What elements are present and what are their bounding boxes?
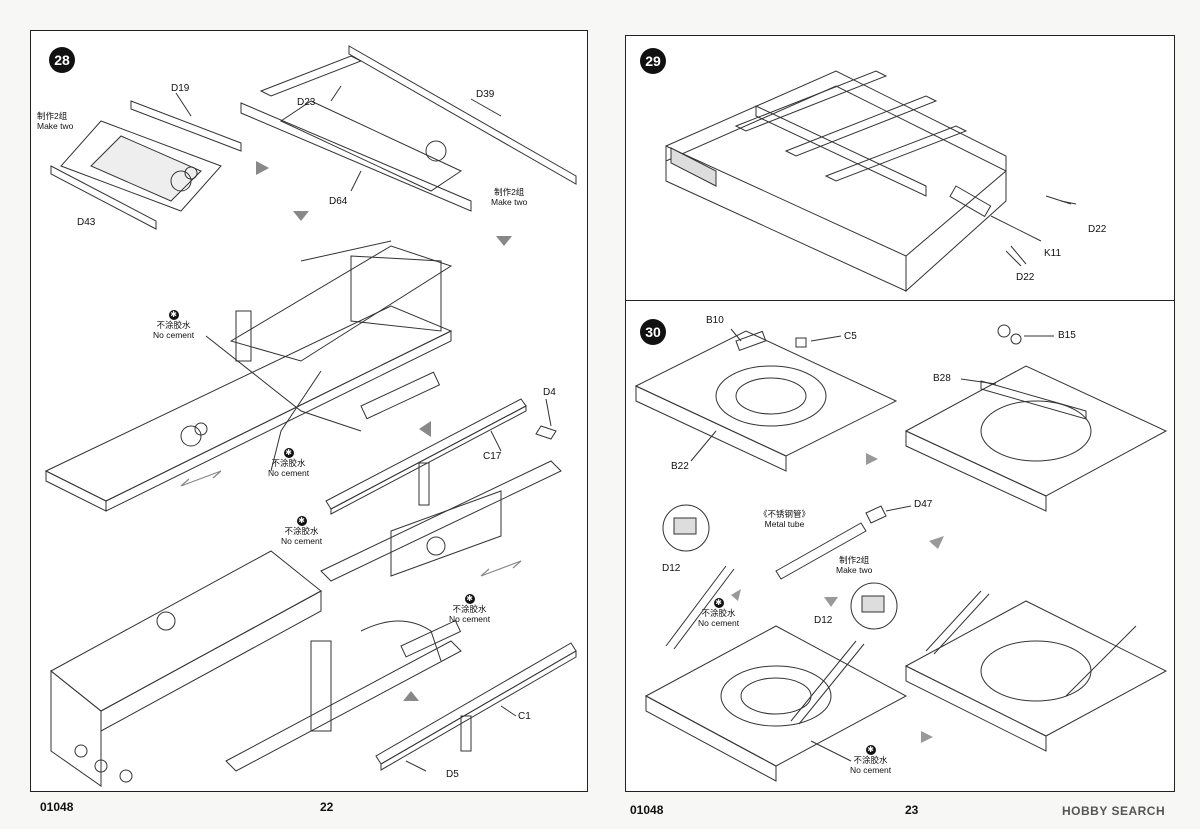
part-label-d23: D23 [297, 97, 316, 108]
step-30-badge: 30 [640, 319, 666, 345]
no-cement-note-3: ✱ 不涂胶水 No cement [281, 515, 322, 546]
step-28-badge: 28 [49, 47, 75, 73]
no-cement-icon: ✱ [283, 448, 294, 458]
part-label-c17: C17 [483, 451, 502, 462]
left-page: 28 D19 D23 D39 D43 D64 D4 C17 C1 D5 制作2组… [30, 30, 588, 814]
no-cement-icon: ✱ [296, 516, 307, 526]
part-label-b15: B15 [1058, 330, 1076, 341]
no-cement-en: No cement [449, 614, 491, 624]
part-label-c1: C1 [518, 711, 531, 722]
no-cement-cn: 不涂胶水 [156, 320, 191, 330]
step-29-badge: 29 [640, 48, 666, 74]
part-label-d19: D19 [171, 83, 190, 94]
no-cement-en: No cement [850, 765, 892, 775]
part-label-d47: D47 [914, 499, 933, 510]
make-two-cn: 制作2组 [839, 555, 870, 565]
page-number: 22 [320, 800, 334, 814]
make-two-cn: 制作2组 [37, 111, 68, 121]
no-cement-note-1: ✱ 不涂胶水 No cement [153, 309, 194, 340]
no-cement-icon: ✱ [865, 745, 876, 755]
part-label-d64: D64 [329, 196, 348, 207]
no-cement-en: No cement [698, 618, 740, 628]
metal-tube-cn: 《不锈钢管》 [759, 509, 811, 519]
no-cement-cn: 不涂胶水 [701, 608, 736, 618]
make-two-en: Make two [37, 121, 74, 131]
step-30-drawing [634, 324, 1168, 782]
step-30-panel: 30 B10 C5 B15 B28 B22 D47 D12 D12 《不锈钢管》… [625, 300, 1175, 792]
no-cement-cn: 不涂胶水 [452, 604, 487, 614]
no-cement-note-2: ✱ 不涂胶水 No cement [850, 744, 891, 775]
product-code: 01048 [40, 800, 74, 814]
product-code: 01048 [630, 803, 664, 817]
right-page: 29 D22 K11 D22 [600, 0, 1200, 829]
no-cement-icon: ✱ [168, 310, 179, 320]
no-cement-cn: 不涂胶水 [271, 458, 306, 468]
metal-tube-note: 《不锈钢管》 Metal tube [759, 509, 810, 529]
no-cement-en: No cement [281, 536, 323, 546]
no-cement-en: No cement [153, 330, 195, 340]
part-label-d43: D43 [77, 217, 96, 228]
no-cement-icon: ✱ [713, 598, 724, 608]
step-29-drawing [665, 70, 1077, 293]
page-number: 23 [905, 803, 919, 817]
step-28-drawing [44, 45, 577, 787]
no-cement-en: No cement [268, 468, 310, 478]
make-two-note-2: 制作2组 Make two [491, 187, 527, 207]
make-two-en: Make two [836, 565, 873, 575]
no-cement-icon: ✱ [464, 594, 475, 604]
part-label-d5: D5 [446, 769, 459, 780]
part-label-d39: D39 [476, 89, 495, 100]
part-label-b10: B10 [706, 315, 724, 326]
no-cement-note-4: ✱ 不涂胶水 No cement [449, 593, 490, 624]
no-cement-note-1: ✱ 不涂胶水 No cement [698, 597, 739, 628]
no-cement-note-2: ✱ 不涂胶水 No cement [268, 447, 309, 478]
make-two-note: 制作2组 Make two [836, 555, 872, 575]
no-cement-cn: 不涂胶水 [853, 755, 888, 765]
part-label-d12-left: D12 [662, 563, 681, 574]
step-28-panel: 28 D19 D23 D39 D43 D64 D4 C17 C1 D5 制作2组… [30, 30, 588, 792]
part-label-b28: B28 [933, 373, 951, 384]
part-label-d12-right: D12 [814, 615, 833, 626]
make-two-cn: 制作2组 [494, 187, 525, 197]
hobby-search-logo: HOBBY SEARCH [1062, 804, 1166, 818]
make-two-en: Make two [491, 197, 528, 207]
step-29-panel: 29 D22 K11 D22 [625, 35, 1175, 302]
part-label-k11: K11 [1044, 248, 1062, 259]
part-label-d4: D4 [543, 387, 556, 398]
part-label-b22: B22 [671, 461, 689, 472]
part-label-d22-upper: D22 [1088, 224, 1107, 235]
metal-tube-en: Metal tube [764, 519, 805, 529]
part-label-c5: C5 [844, 331, 857, 342]
part-label-d22-lower: D22 [1016, 272, 1035, 283]
make-two-note-1: 制作2组 Make two [37, 111, 73, 131]
no-cement-cn: 不涂胶水 [284, 526, 319, 536]
